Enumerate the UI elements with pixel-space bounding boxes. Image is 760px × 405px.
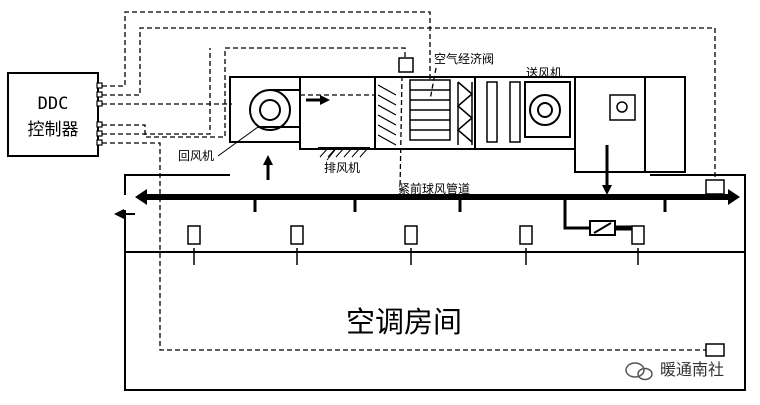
exhaust-fan-label: 排风机	[324, 161, 361, 175]
actuator-box	[398, 57, 414, 73]
ddc-label-line2: 控制器	[27, 120, 79, 140]
leader-lines	[217, 126, 336, 161]
motor-box	[609, 94, 636, 121]
wechat-icon	[625, 362, 653, 381]
room-outline	[124, 174, 746, 391]
coil-graphic	[456, 81, 521, 145]
ddc-terminals	[96, 82, 103, 146]
exhaust-hatch	[318, 147, 370, 158]
watermark-text: 暖通南社	[660, 360, 725, 379]
room-sensors	[187, 179, 725, 357]
supply-duct	[135, 189, 740, 236]
economizer-label: 空气经济阀	[434, 52, 495, 66]
ddc-label-line1: DDC	[37, 94, 69, 114]
supply-fan-graphic	[524, 81, 571, 138]
outside-air-arrows	[114, 145, 612, 219]
supply-fan-label: 送风机	[526, 66, 563, 80]
economizer-damper-graphic	[409, 79, 451, 141]
room-label: 空调房间	[346, 305, 463, 339]
return-fan-label: 回风机	[178, 149, 215, 163]
airflow-arrow	[306, 95, 330, 105]
duct-label: 紧前球风管道	[398, 182, 471, 196]
return-fan-graphic	[249, 89, 300, 131]
control-wiring	[102, 11, 716, 351]
sensor-arrows	[193, 248, 639, 265]
ahu-unit	[229, 76, 686, 173]
filter-hatch	[377, 84, 397, 146]
ddc-controller-box	[7, 72, 99, 157]
